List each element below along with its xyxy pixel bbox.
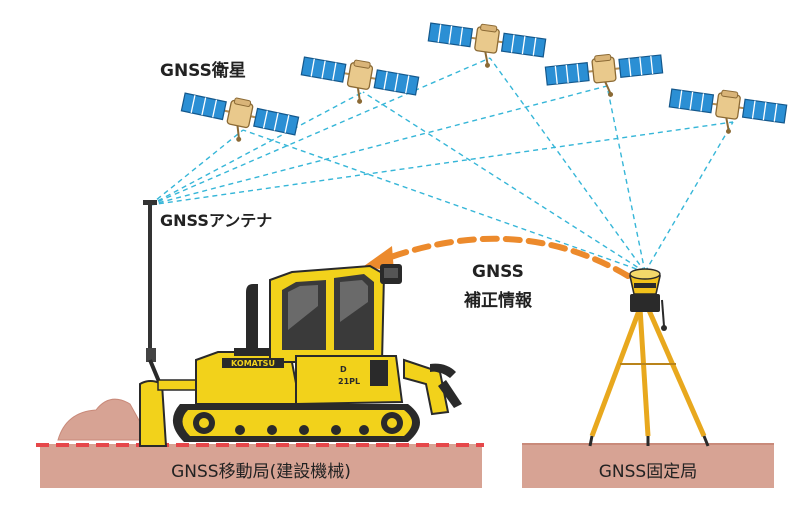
mobile-ground — [40, 444, 482, 488]
bulldozer-icon: KOMATSU D 21PL — [139, 200, 462, 447]
machine-brand-label: KOMATSU — [231, 359, 275, 368]
signal-lines — [149, 57, 734, 273]
satellites-label: GNSS衛星 — [160, 61, 246, 81]
machine-model-d: D — [340, 365, 347, 374]
gnss-receiver-icon — [629, 268, 661, 295]
tripod-icon — [588, 290, 710, 447]
antenna-label: GNSSアンテナ — [160, 211, 273, 230]
satellite-icon — [424, 16, 548, 77]
dirt-mound — [57, 398, 151, 441]
correction-info-label-line2: 補正情報 — [464, 291, 532, 311]
satellite-icon — [176, 86, 301, 154]
correction-info-label-line1: GNSS — [472, 262, 524, 282]
fixed-ground — [522, 444, 774, 488]
antenna-pole-icon — [143, 200, 157, 362]
fixed-station-label: GNSS固定局 — [598, 462, 698, 482]
mobile-station-label: GNSS移動局(建設機械) — [171, 462, 351, 482]
satellite-icon — [543, 48, 666, 105]
satellite-icon — [297, 50, 421, 115]
machine-model-number: 21PL — [338, 377, 360, 386]
satellite-icon — [665, 82, 789, 143]
